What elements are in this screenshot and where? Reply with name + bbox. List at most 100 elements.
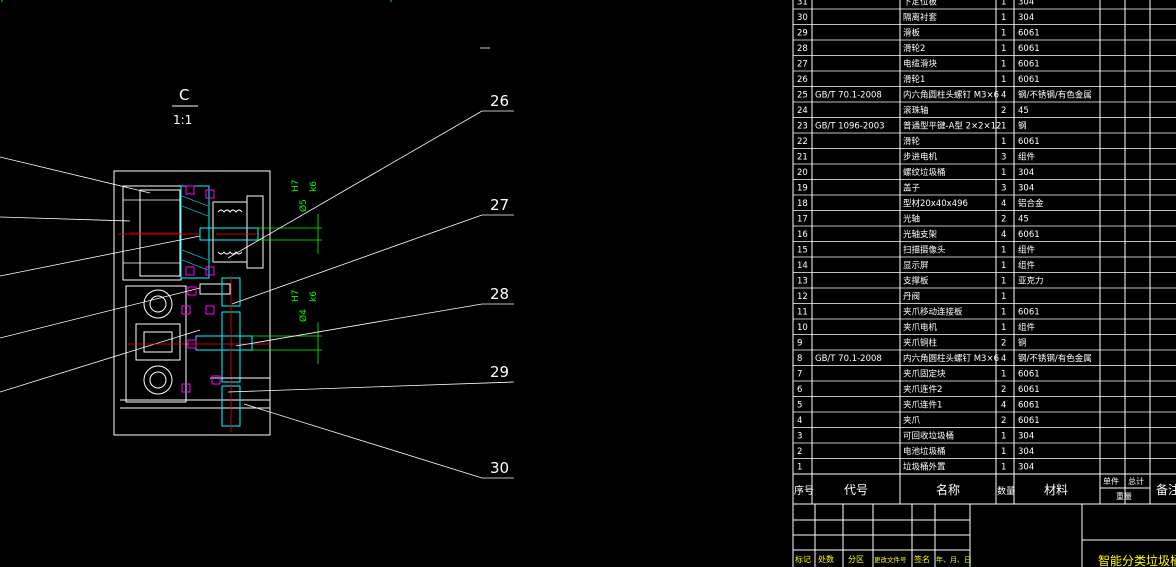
dimension-1-diameter: Ø4 (298, 309, 309, 322)
bom-cell-no: 13 (797, 277, 808, 287)
bom-cell-mat: 6061 (1018, 60, 1040, 70)
bom-cell-name: 下定位板 (903, 0, 938, 8)
bom-cell-mat: 304 (1018, 0, 1034, 8)
bom-cell-code: GB/T 70.1-2008 (815, 91, 882, 101)
fastener-markers (181, 286, 221, 393)
bom-cell-no: 1 (797, 463, 802, 473)
bom-cell-qty: 1 (1001, 308, 1006, 318)
bom-cell-no: 10 (797, 323, 808, 333)
bom-cell-qty: 1 (1001, 122, 1006, 132)
bom-cell-name: 扫描摄像头 (903, 245, 946, 256)
dimension-0-fit-top: H7 (291, 180, 301, 193)
lower-mechanism (120, 276, 270, 432)
bom-cell-mat: 6061 (1018, 75, 1040, 85)
assembly-frame (113, 170, 271, 436)
callout-27: 27 (490, 196, 509, 214)
bom-cell-qty: 1 (1001, 463, 1006, 473)
bom-cell-no: 9 (797, 339, 802, 349)
bom-cell-qty: 4 (1001, 401, 1006, 411)
tb-label-mark: 标记 (795, 554, 811, 564)
bom-cell-name: 内六角圆柱头螺钉 M3×6 (903, 90, 999, 101)
bom-cell-no: 2 (797, 447, 802, 457)
bom-cell-qty: 1 (1001, 447, 1006, 457)
bom-cell-name: 夹爪连件2 (903, 384, 942, 395)
bom-cell-qty: 1 (1001, 75, 1006, 85)
bom-cell-qty: 1 (1001, 13, 1006, 23)
bom-cell-qty: 1 (1001, 277, 1006, 287)
section-view-c: C 1:1 (0, 86, 515, 479)
bom-cell-name: 电池垃圾桶 (903, 446, 946, 457)
left-leader-lines (0, 156, 201, 393)
bom-cell-mat: 304 (1018, 432, 1034, 442)
callout-30: 30 (490, 459, 509, 477)
bom-cell-no: 22 (797, 137, 808, 147)
dimension-1-fit-bottom: k6 (309, 291, 319, 302)
bom-cell-qty: 2 (1001, 385, 1006, 395)
callout-29: 29 (490, 363, 509, 381)
dimension-lines (252, 214, 322, 364)
bom-cell-no: 31 (797, 0, 808, 8)
bom-cell-qty: 2 (1001, 339, 1006, 349)
bom-cell-name: 步进电机 (903, 152, 938, 163)
drawing-title: 智能分类垃圾桶 (1098, 553, 1176, 567)
callout-26: 26 (490, 92, 509, 110)
bom-cell-qty: 2 (1001, 416, 1006, 426)
bom-cell-name: 盖子 (903, 183, 921, 194)
bom-cell-mat: 304 (1018, 447, 1034, 457)
bom-cell-mat: 6061 (1018, 385, 1040, 395)
bom-cell-no: 27 (797, 60, 808, 70)
tb-label-date: 年、月、日 (936, 555, 971, 564)
bom-cell-mat: 304 (1018, 463, 1034, 473)
bom-row: 2 电池垃圾桶 1 304 (797, 446, 1034, 457)
bom-cell-no: 18 (797, 199, 808, 209)
bom-cell-mat: 钢/不锈钢/有色金属 (1018, 353, 1092, 364)
bom-cell-name: 螺纹垃圾桶 (903, 167, 946, 178)
bom-cell-qty: 1 (1001, 29, 1006, 39)
bom-cell-name: 隔离衬套 (903, 12, 938, 23)
bom-cell-qty: 1 (1001, 0, 1006, 8)
dimension-1: Ø4 H7 k6 (291, 290, 319, 323)
bom-cell-mat: 组件 (1018, 245, 1036, 256)
dimension-0-diameter: Ø5 (298, 199, 309, 212)
bom-cell-name: 垃圾桶外置 (903, 462, 946, 473)
bom-cell-no: 15 (797, 246, 808, 256)
callout-28: 28 (490, 285, 509, 303)
bom-cell-name: 显示屏 (903, 261, 929, 271)
tb-label-change-doc: 更改文件号 (874, 555, 907, 564)
bom-cell-name: 夹爪固定块 (903, 369, 946, 380)
bom-cell-qty: 1 (1001, 261, 1006, 271)
bom-cell-qty: 1 (1001, 168, 1006, 178)
bom-cell-name: 光轴支架 (903, 229, 938, 240)
bom-cell-name: 滑轮2 (903, 43, 925, 54)
bom-cell-no: 8 (797, 354, 802, 364)
bom-cell-no: 25 (797, 91, 808, 101)
bom-header-total-weight: 总计 (1128, 476, 1144, 486)
bom-cell-qty: 4 (1001, 199, 1006, 209)
bom-cell-name: 滑轮 (903, 136, 921, 147)
bom-cell-mat: 6061 (1018, 230, 1040, 240)
bom-cell-code: GB/T 1096-2003 (815, 122, 885, 132)
bom-cell-mat: 6061 (1018, 44, 1040, 54)
bom-header-no: 序号 (794, 484, 814, 497)
bom-cell-name: 型材20x40x496 (903, 198, 968, 209)
view-scale: 1:1 (173, 113, 192, 127)
bom-cell-mat: 铜 (1018, 338, 1027, 349)
bom-cell-qty: 4 (1001, 91, 1006, 101)
